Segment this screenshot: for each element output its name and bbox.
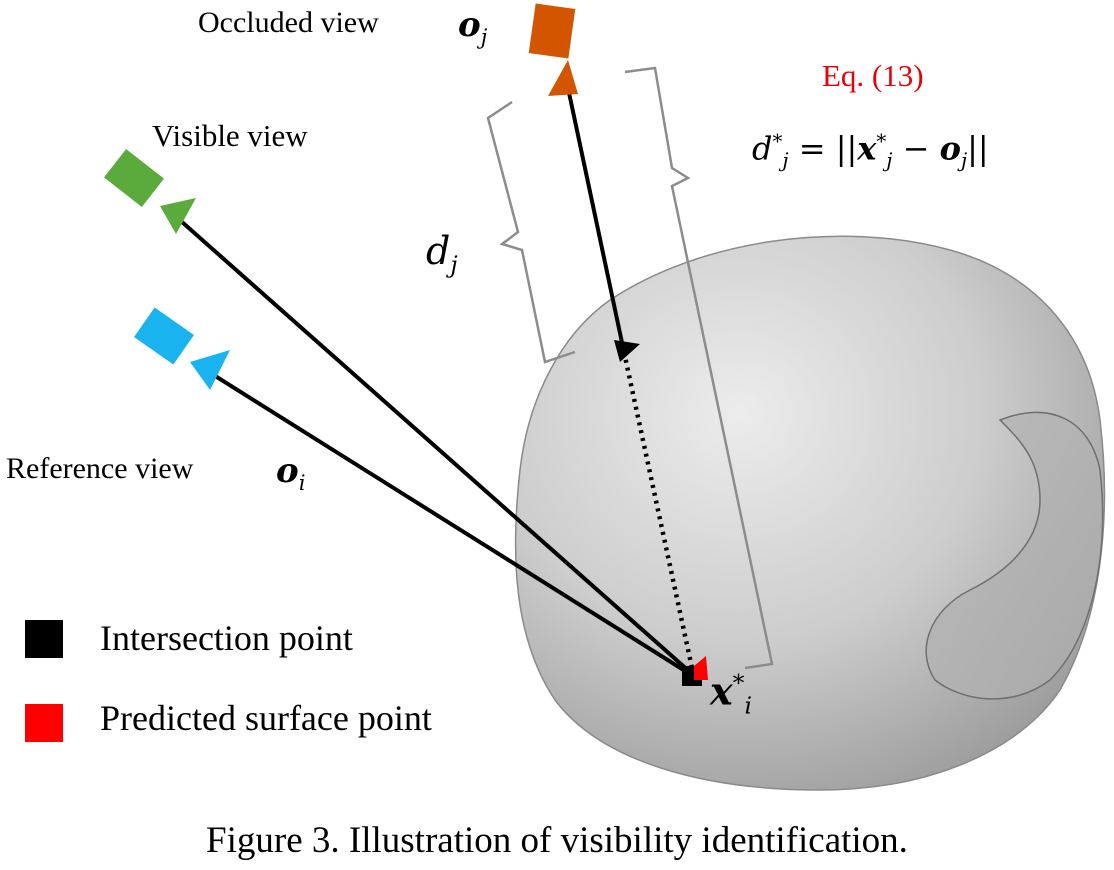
reference-camera-icon [134, 307, 230, 390]
d-j-symbol: dj [426, 229, 458, 279]
surface-object [514, 235, 1106, 791]
legend-predicted-label: Predicted surface point [100, 698, 432, 738]
occluded-view-label: Occluded view [198, 6, 379, 39]
equation-reference: Eq. (13) [822, 58, 924, 93]
occluded-ray-solid [566, 87, 626, 353]
o-j-symbol: oj [458, 5, 488, 49]
legend-predicted-swatch [25, 704, 63, 742]
legend-intersection-label: Intersection point [100, 618, 353, 658]
visible-view-label: Visible view [152, 118, 308, 153]
occluded-camera-icon [528, 3, 578, 96]
visible-camera-icon [104, 149, 196, 234]
predicted-surface-point-marker [694, 656, 708, 680]
d-j-bracket [486, 100, 576, 364]
x-i-star-symbol: x*i [710, 668, 752, 720]
legend-intersection-swatch [25, 620, 63, 658]
reference-ray [210, 372, 692, 676]
occluded-distance-bracket [624, 66, 774, 670]
occluded-ray-dotted [621, 351, 695, 669]
reference-view-label: Reference view [6, 452, 194, 485]
figure-caption: Figure 3. Illustration of visibility ide… [206, 820, 908, 861]
distance-equation: d*j = ||x*j − oj|| [752, 129, 989, 173]
o-i-symbol: oi [276, 451, 306, 495]
visible-ray [180, 220, 692, 674]
occluded-ray-arrowhead [614, 340, 640, 362]
